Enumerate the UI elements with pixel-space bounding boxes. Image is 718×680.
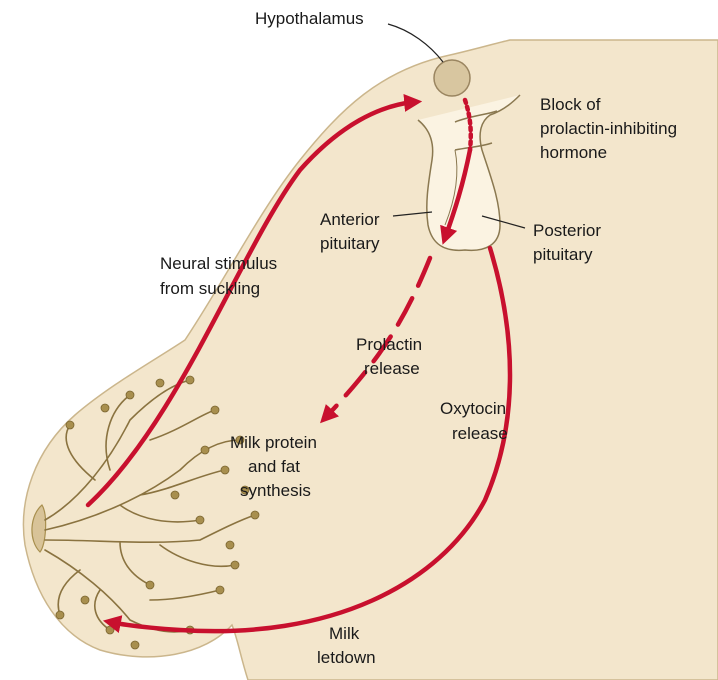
label-synthesis-line1: Milk protein [230,433,317,452]
label-synthesis-line3: synthesis [240,481,311,500]
label-block-line3: hormone [540,143,607,162]
label-anterior-line1: Anterior [320,210,380,229]
label-letdown-line1: Milk [329,624,360,643]
label-oxytocin-line2: release [452,424,508,443]
label-letdown-line2: letdown [317,648,376,667]
label-neural-line2: from suckling [160,279,260,298]
label-hypothalamus: Hypothalamus [255,9,364,28]
label-block-line1: Block of [540,95,601,114]
hypothalamus [434,60,470,96]
label-synthesis-line2: and fat [248,457,300,476]
label-prolactin-line2: release [364,359,420,378]
label-prolactin-line1: Prolactin [356,335,422,354]
label-oxytocin-line1: Oxytocin [440,399,506,418]
label-block-line2: prolactin-inhibiting [540,119,677,138]
label-anterior-line2: pituitary [320,234,380,253]
label-posterior-line1: Posterior [533,221,601,240]
hypothalamus-leader [388,24,443,62]
label-neural-line1: Neural stimulus [160,254,277,273]
label-posterior-line2: pituitary [533,245,593,264]
